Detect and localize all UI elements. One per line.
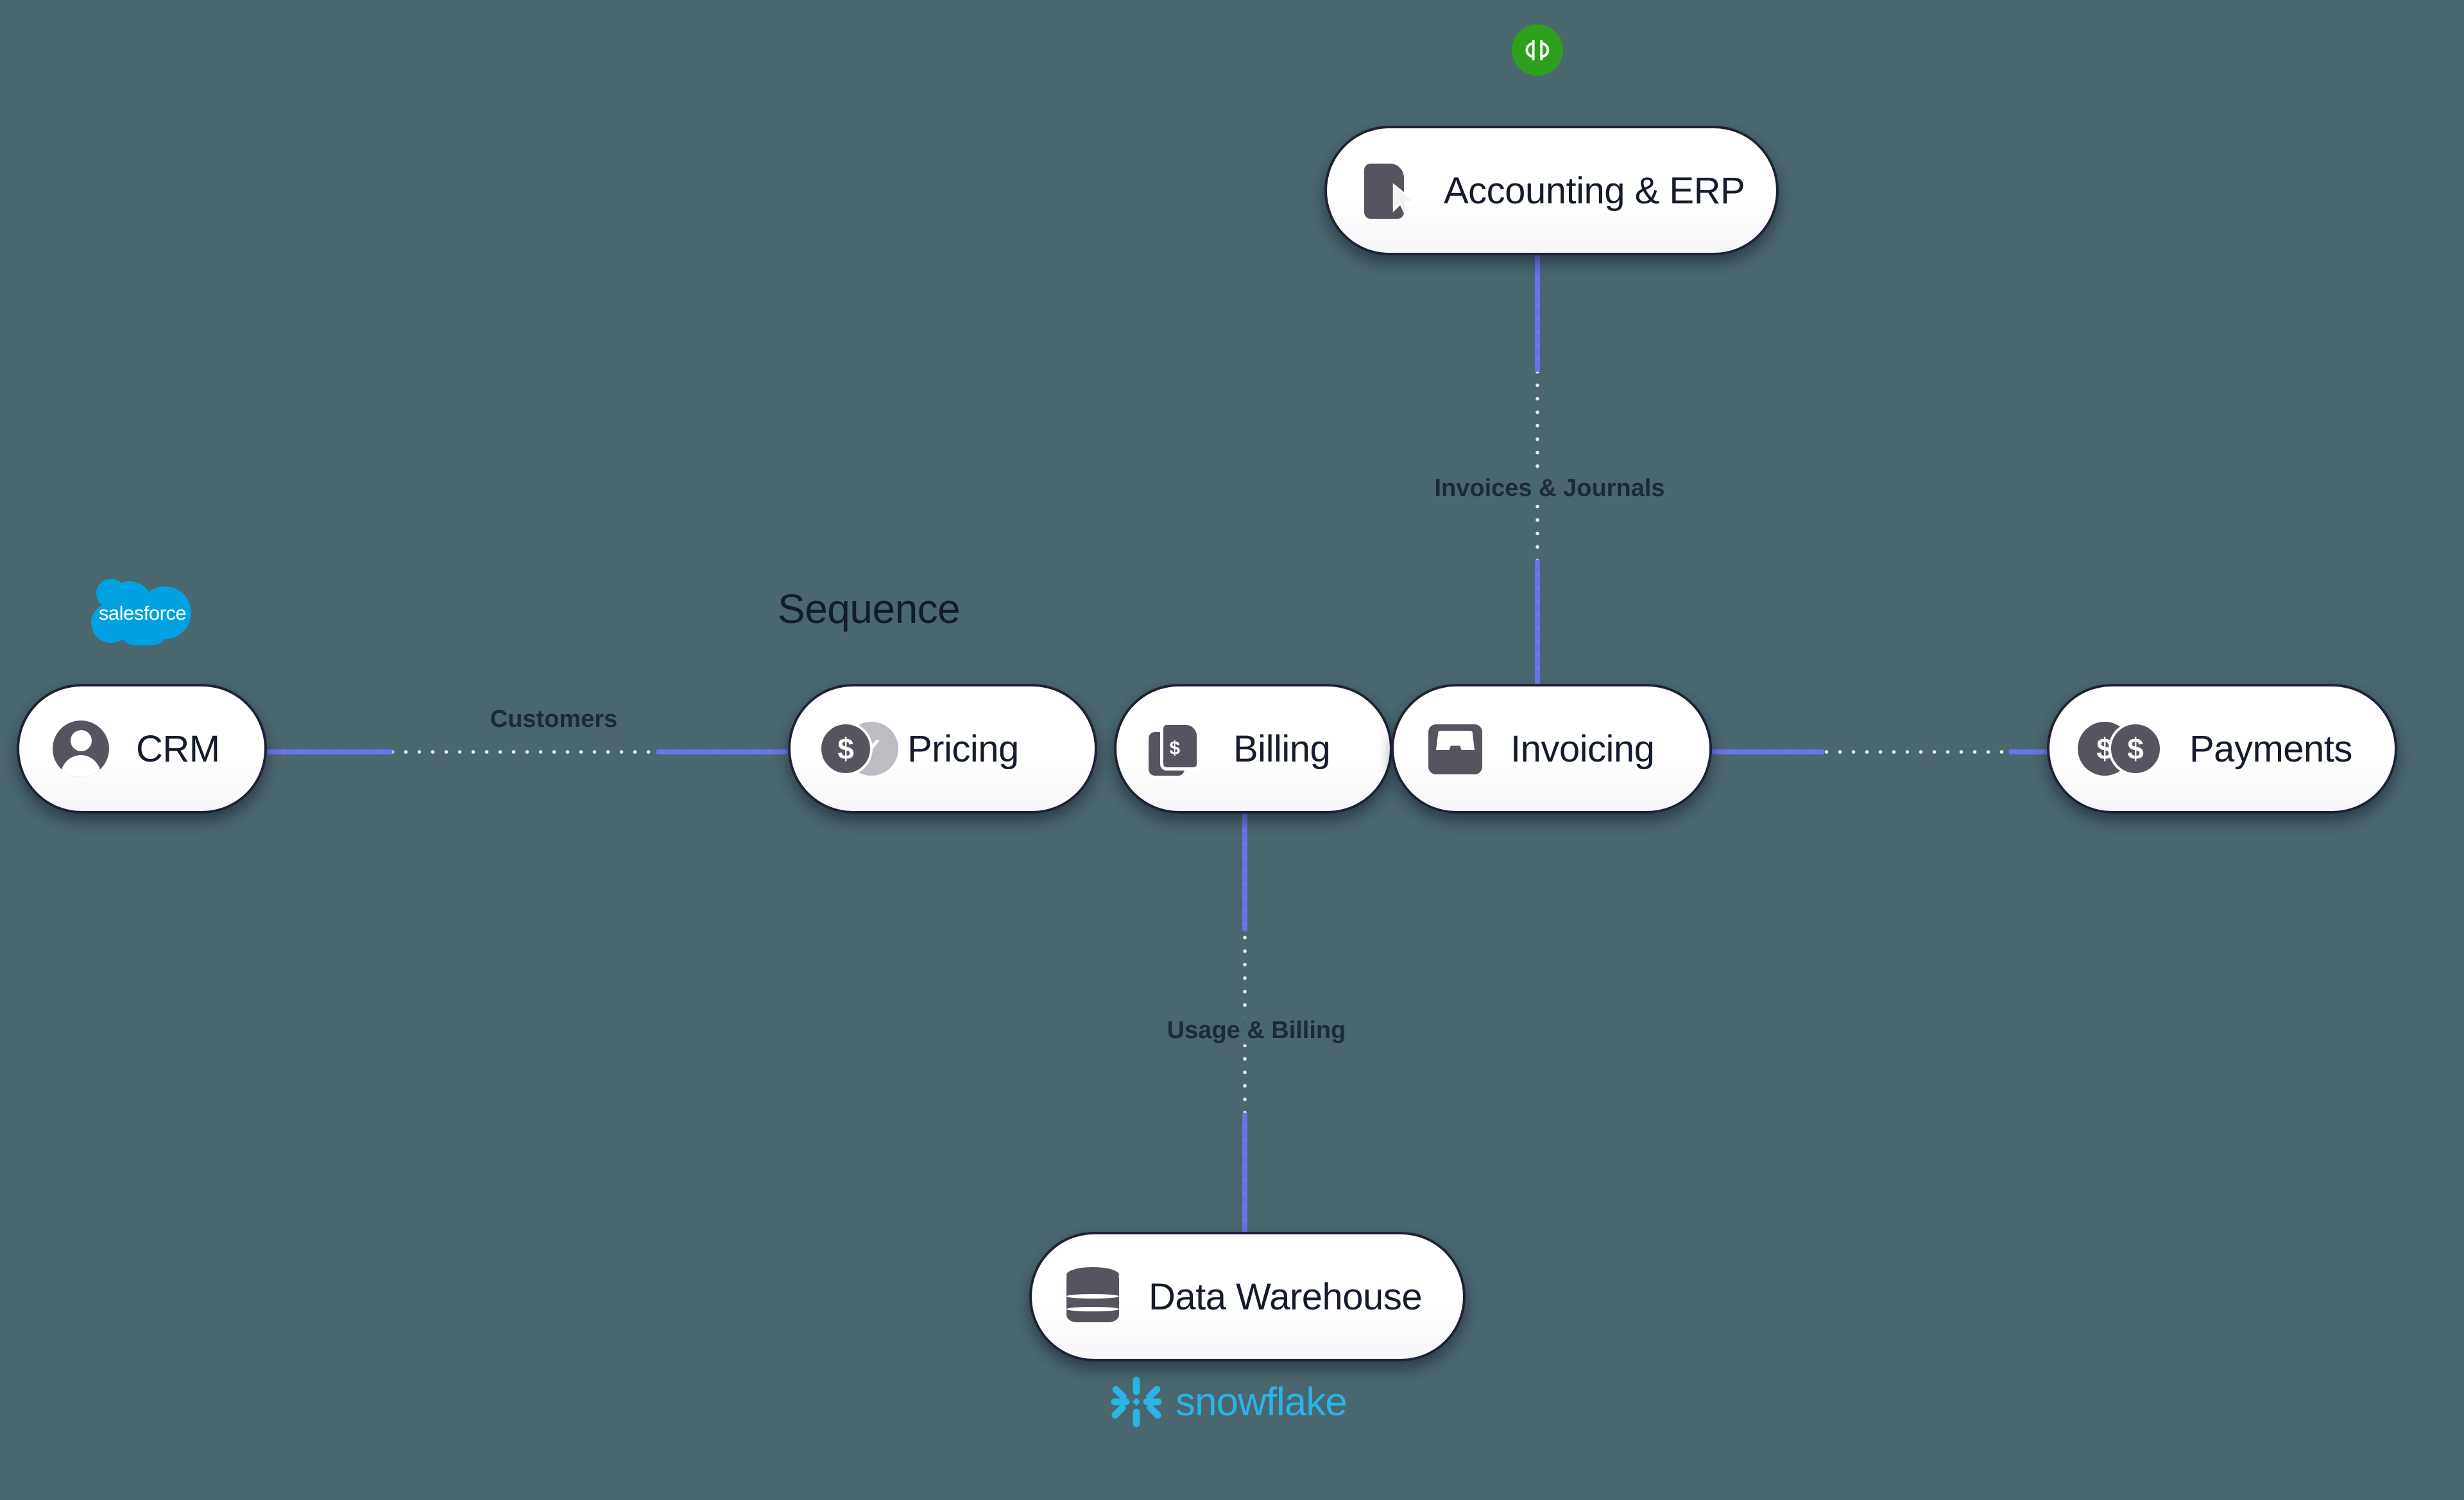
salesforce-cloud-icon: salesforce [87,577,198,649]
edge-crm-pricing [264,749,788,754]
node-label-payments: Payments [2189,728,2352,770]
node-label-invoicing: Invoicing [1510,728,1655,770]
edge-pulse [1712,749,1825,754]
node-accounting-erp[interactable]: Accounting & ERP [1324,126,1779,255]
edge-pulse [656,749,788,754]
node-crm[interactable]: CRM [17,684,267,814]
document-cursor-icon [1355,157,1422,224]
salesforce-logo: salesforce [87,577,198,649]
qb-glyph-icon [1525,40,1550,60]
edge-label-customers: Customers [463,706,644,733]
user-avatar-icon [47,715,114,782]
edge-label-invoices-journals: Invoices & Journals [1389,475,1711,502]
node-label-accounting-erp: Accounting & ERP [1444,169,1745,212]
node-label-crm: CRM [136,728,220,770]
node-data-warehouse[interactable]: Data Warehouse [1029,1232,1466,1361]
dollar-glyph: $ [2127,732,2144,765]
edge-pulse [1242,810,1247,932]
edge-pulse [264,749,393,754]
coin-dollar-check-icon: ✓ $ [819,715,898,782]
snowflake-wordmark: snowflake [1176,1379,1348,1424]
inbox-tray-icon [1422,715,1489,782]
document-stack-dollar-icon: $ [1145,715,1211,782]
node-label-pricing: Pricing [907,728,1019,770]
dollar-glyph: $ [837,732,854,765]
edge-dots [264,749,788,754]
dollar-glyph: $ [1169,738,1180,759]
snowflake-icon [1111,1376,1162,1428]
node-label-billing: Billing [1233,728,1331,770]
edge-pulse [1535,244,1540,372]
quickbooks-circle-icon [1512,24,1563,76]
edge-dots [1712,749,2123,754]
edge-pulse [1535,559,1540,686]
edge-accounting-invoicing [1535,244,1540,686]
edge-label-usage-billing: Usage & Billing [1099,1017,1414,1044]
edge-pulse [1242,1112,1247,1234]
quickbooks-logo [1512,24,1563,76]
node-billing[interactable]: $ Billing [1114,684,1392,814]
cursor-pointer-icon [1392,183,1417,215]
two-coins-dollar-icon: $ $ [2078,715,2168,782]
salesforce-wordmark: salesforce [98,602,187,624]
group-title-sequence: Sequence [778,586,961,632]
edge-dots [1535,244,1540,686]
snowflake-logo: snowflake [1109,1374,1348,1429]
node-pricing[interactable]: ✓ $ Pricing [788,684,1097,814]
node-invoicing[interactable]: Invoicing [1391,684,1712,814]
node-payments[interactable]: $ $ Payments [2047,684,2397,814]
database-cylinder-icon [1060,1263,1127,1330]
node-label-data-warehouse: Data Warehouse [1149,1275,1423,1318]
